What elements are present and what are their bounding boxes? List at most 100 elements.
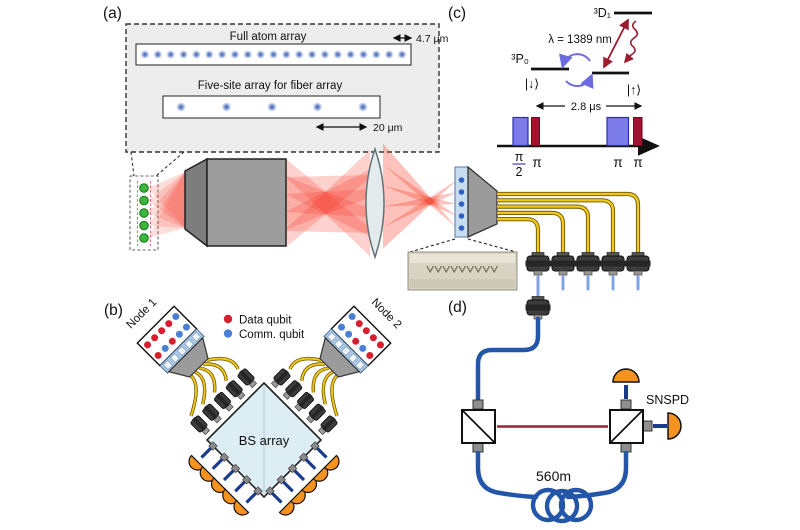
bs-right-side-port bbox=[642, 420, 653, 432]
vgroove-mark bbox=[474, 265, 482, 274]
snspd-label: SNSPD bbox=[646, 393, 689, 407]
detector-port bbox=[287, 463, 298, 474]
atom-dot bbox=[217, 49, 227, 60]
long-fiber-right bbox=[565, 450, 629, 500]
snspd-detector-right-icon bbox=[667, 412, 682, 440]
fiber-loop bbox=[544, 488, 580, 524]
fiber bbox=[194, 371, 206, 405]
pulse-sequence: 2.8 μs π 2 π π π bbox=[497, 101, 660, 179]
data-qubit-dot bbox=[168, 337, 176, 345]
data-qubit-dot bbox=[376, 341, 384, 349]
fiber-connector bbox=[237, 368, 258, 389]
fiber-face-square bbox=[184, 339, 194, 349]
beam bbox=[383, 192, 457, 228]
long-fiber-left bbox=[475, 450, 539, 500]
fiber-face-square bbox=[177, 346, 187, 356]
sleeve-band bbox=[575, 260, 601, 267]
panel-a: (a) Full atom array 4.7 μm Five-site arr… bbox=[103, 5, 651, 291]
snspd-detector-top-icon bbox=[612, 368, 640, 383]
atom-dot bbox=[384, 49, 394, 60]
sleeve-band bbox=[525, 260, 551, 267]
beamsplitter-left bbox=[461, 399, 496, 453]
fiber-face-square bbox=[348, 353, 358, 363]
pi-label-blue: π bbox=[613, 155, 622, 170]
atom-dot bbox=[268, 49, 279, 60]
beam bbox=[383, 164, 457, 216]
level-3d1-label: ³D₁ bbox=[594, 6, 611, 20]
fiber-vgroove-photo bbox=[407, 238, 518, 291]
data-qubit-dot bbox=[144, 341, 152, 349]
five-site-atoms bbox=[176, 102, 368, 112]
full-atom-array-title: Full atom array bbox=[230, 31, 307, 43]
gap-label: 2.8 μs bbox=[571, 101, 602, 113]
atom-dot bbox=[358, 102, 368, 112]
fiber-connector bbox=[214, 392, 234, 412]
pi-label-red-1: π bbox=[532, 155, 541, 170]
vgroove-mark bbox=[458, 265, 466, 274]
fiber-core-dot bbox=[458, 213, 465, 219]
connector-band bbox=[215, 393, 230, 408]
sleeve-band bbox=[600, 260, 626, 267]
down-state-label: |↓⟩ bbox=[525, 77, 539, 91]
atom-dot bbox=[320, 49, 330, 60]
fiber bbox=[322, 371, 334, 405]
beam bbox=[286, 149, 370, 247]
inset-pointer-line bbox=[155, 151, 185, 177]
sleeve-tab bbox=[533, 270, 543, 276]
vgroove-mark bbox=[442, 265, 450, 274]
node2-connectors bbox=[270, 368, 338, 436]
vgroove-mark bbox=[434, 265, 442, 274]
data-qubit-dot bbox=[154, 351, 162, 359]
comm-qubit-dot-icon bbox=[223, 329, 233, 338]
fiber-connector bbox=[225, 380, 246, 400]
pi-half-den: 2 bbox=[516, 165, 523, 179]
detector-port bbox=[208, 441, 218, 451]
fiber-connector bbox=[317, 415, 338, 436]
atom-dot bbox=[191, 49, 201, 60]
fiber-length-label: 560m bbox=[536, 468, 571, 484]
detector-port bbox=[253, 486, 263, 496]
fiber bbox=[312, 367, 330, 393]
beam-core bbox=[286, 175, 370, 233]
fiber-face-square bbox=[355, 360, 365, 371]
bs-array-label: BS array bbox=[239, 433, 290, 448]
fiber-coupler bbox=[467, 165, 498, 239]
atom-dot bbox=[230, 49, 240, 60]
data-qubit-dot-icon bbox=[223, 314, 233, 324]
fiber-core-dot bbox=[458, 177, 465, 183]
fiber bbox=[190, 375, 198, 417]
panel-d-label: (d) bbox=[448, 299, 467, 316]
fiber-face-square bbox=[163, 360, 173, 371]
atom-dot bbox=[333, 49, 343, 60]
connector-band bbox=[274, 369, 290, 385]
beam bbox=[383, 180, 457, 249]
data-qubit-dot bbox=[366, 351, 374, 359]
fiber-connector bbox=[294, 392, 314, 412]
fiber bbox=[198, 367, 216, 393]
connector-band bbox=[227, 381, 242, 396]
detector-port bbox=[276, 475, 286, 485]
panel-a-label: (a) bbox=[103, 5, 122, 22]
connector-band bbox=[191, 416, 207, 432]
atom-dot bbox=[204, 49, 214, 60]
beam bbox=[286, 176, 370, 237]
data-qubit-dot bbox=[352, 337, 360, 345]
data-qubit-dot bbox=[362, 327, 370, 335]
comm-qubit-dot bbox=[182, 323, 190, 331]
fiber bbox=[497, 205, 590, 254]
sleeve-tab bbox=[583, 270, 593, 276]
panel-b-label: (b) bbox=[104, 302, 123, 319]
atom-dot bbox=[256, 49, 266, 60]
beams-lens-to-fiber-array bbox=[383, 143, 457, 249]
input-fiber bbox=[475, 316, 541, 402]
detector-port bbox=[310, 441, 320, 451]
trapped-atom bbox=[139, 220, 149, 231]
atom-dot bbox=[281, 49, 291, 60]
fiber-bundle bbox=[497, 191, 641, 254]
legend-data-qubit: Data qubit bbox=[239, 315, 292, 327]
comm-qubit-dot bbox=[359, 344, 367, 352]
pi-half-num: π bbox=[515, 150, 524, 164]
excitation-arrow bbox=[603, 18, 629, 69]
comm-qubit-dot bbox=[348, 313, 356, 321]
